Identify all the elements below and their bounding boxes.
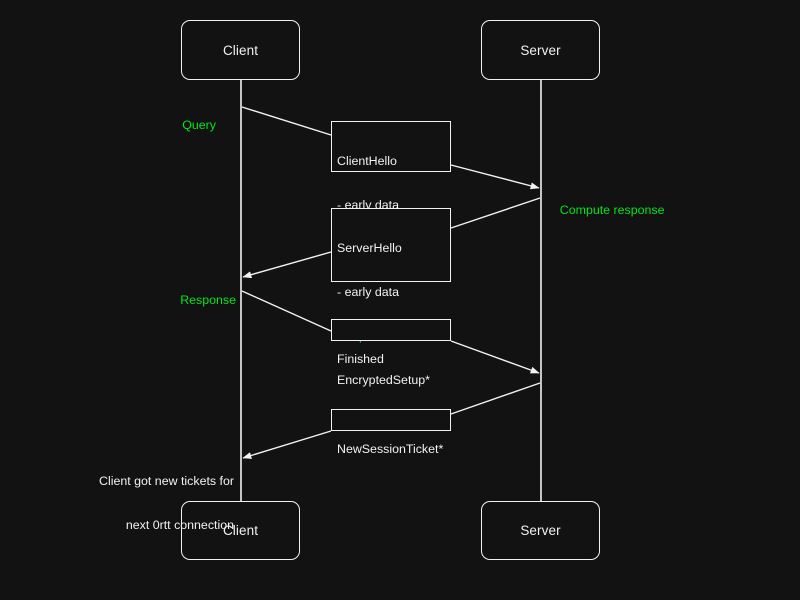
actor-box-client-top[interactable]: Client (181, 20, 300, 80)
message-line: - early data (337, 284, 399, 299)
arrow-newsessionticket-to-client (242, 430, 332, 459)
message-box-finished[interactable]: Finished (331, 319, 451, 366)
message-line: EncryptedSetup* (337, 372, 430, 387)
note-query: Query (116, 103, 216, 147)
arrow-server-to-newsessionticket (450, 382, 541, 415)
message-box-server-hello[interactable]: ServerHello - early data Response Encryp… (331, 208, 451, 430)
actor-label-server-top: Server (520, 42, 561, 58)
message-line: ServerHello (337, 241, 402, 256)
arrow-client-to-finished (241, 290, 332, 332)
actor-label-client-top: Client (222, 42, 259, 58)
note-response-label: Response (180, 292, 236, 307)
arrow-clienthello-to-server (450, 164, 540, 190)
note-query-label: Query (182, 117, 216, 132)
arrow-query-to-clienthello (241, 106, 332, 136)
note-response: Response (136, 278, 236, 322)
note-client-tickets: Client got new tickets for next 0rtt con… (84, 445, 234, 562)
arrow-finished-to-server (450, 340, 540, 374)
actor-label-client-bottom: Client (222, 523, 259, 538)
note-client-tickets-line1: Client got new tickets for (99, 474, 234, 489)
arrow-server-to-serverhello (450, 197, 541, 229)
message-line: Finished (337, 352, 384, 367)
note-compute-response-label: Compute response (559, 202, 665, 217)
message-box-client-hello[interactable]: ClientHello - early data Query (331, 121, 451, 256)
message-line: ClientHello (337, 154, 397, 169)
actor-box-client-bottom[interactable]: Client (181, 501, 300, 560)
actor-box-server-bottom[interactable]: Server (481, 501, 600, 560)
actor-label-server-bottom: Server (520, 523, 561, 538)
actor-box-server-top[interactable]: Server (481, 20, 600, 80)
message-box-new-session-ticket[interactable]: NewSessionTicket* (331, 409, 451, 456)
note-compute-response: Compute response (546, 188, 665, 232)
message-line: NewSessionTicket* (337, 442, 444, 457)
note-client-tickets-line2: next 0rtt connection (125, 517, 234, 532)
arrow-serverhello-to-client (242, 251, 332, 279)
